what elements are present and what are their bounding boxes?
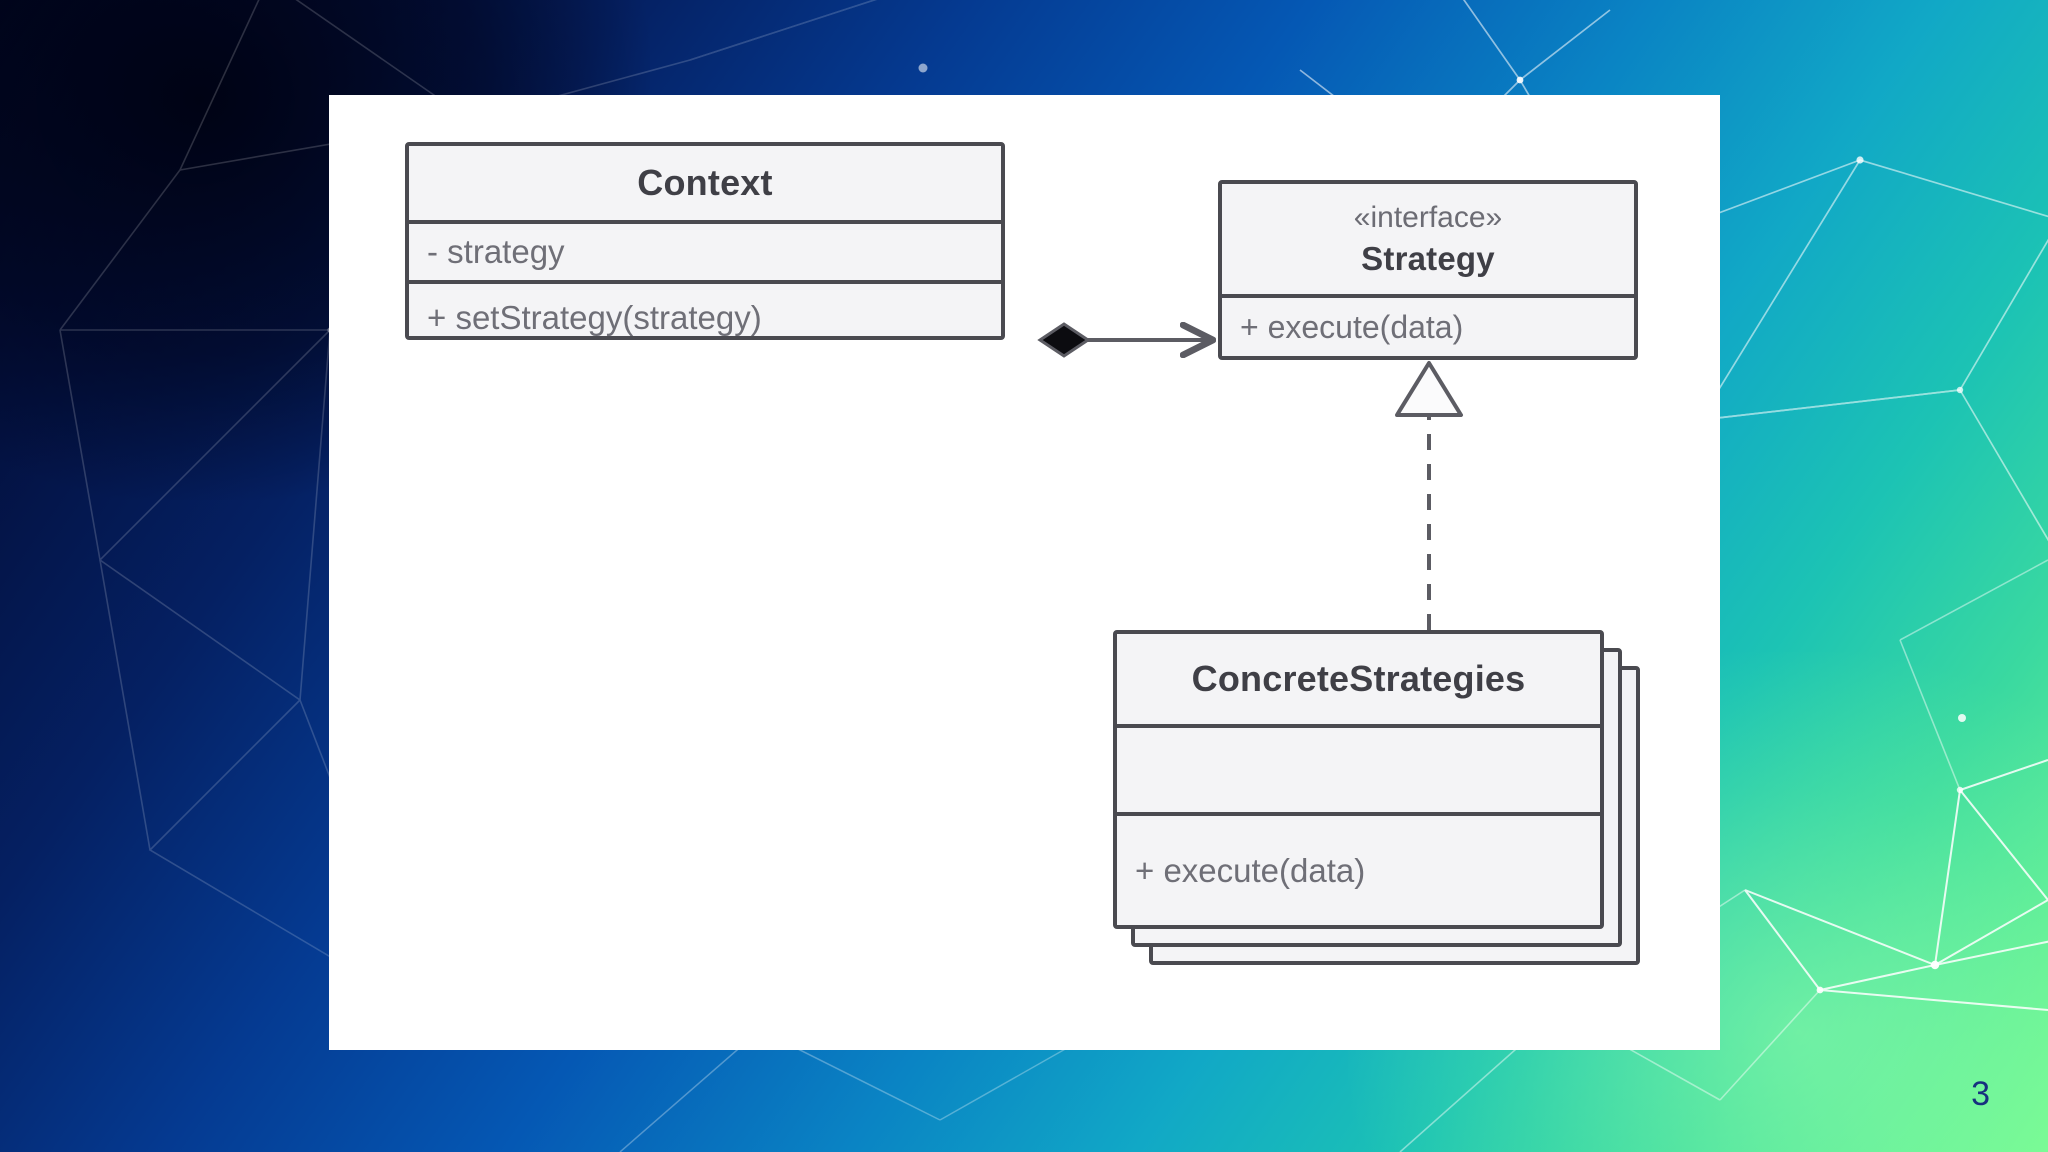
filled-diamond-icon [1037, 322, 1091, 358]
uml-interface-strategy[interactable]: «interface» Strategy + execute(data) [1218, 180, 1638, 360]
composition-connector [1037, 322, 1213, 358]
concrete-strategies-attributes-compartment [1117, 724, 1600, 812]
hollow-triangle-icon [1395, 361, 1463, 417]
slide-number: 3 [1971, 1075, 1990, 1113]
strategy-operation-execute: + execute(data) [1240, 308, 1464, 345]
uml-class-concrete-strategies-stack: ConcreteStrategies + execute(data) [1113, 630, 1640, 965]
uml-class-context[interactable]: Context - strategy + setStrategy(strateg… [405, 142, 1005, 340]
realization-connector [1395, 361, 1463, 630]
context-title-compartment: Context [409, 146, 1001, 220]
concrete-strategies-title-compartment: ConcreteStrategies [1117, 634, 1600, 724]
strategy-stereotype: «interface» [1353, 201, 1503, 234]
context-class-name: Context [637, 162, 773, 203]
concrete-strategies-operation-execute: + execute(data) [1135, 851, 1366, 889]
context-attribute-strategy: - strategy [427, 233, 565, 270]
strategy-class-name: Strategy [1361, 240, 1495, 277]
uml-class-concrete-strategies[interactable]: ConcreteStrategies + execute(data) [1113, 630, 1604, 929]
context-operation-set-strategy: + setStrategy(strategy) [427, 299, 762, 336]
content-panel: Context - strategy + setStrategy(strateg… [329, 95, 1720, 1050]
context-attributes-compartment: - strategy [409, 220, 1001, 280]
strategy-operations-compartment: + execute(data) [1222, 294, 1634, 356]
context-operations-compartment: + setStrategy(strategy) + doSomething() [409, 280, 1001, 336]
concrete-strategies-operations-compartment: + execute(data) [1117, 812, 1600, 925]
concrete-strategies-class-name: ConcreteStrategies [1191, 658, 1526, 699]
uml-class-diagram: Context - strategy + setStrategy(strateg… [329, 95, 1720, 1050]
strategy-title-compartment: «interface» Strategy [1222, 184, 1634, 294]
